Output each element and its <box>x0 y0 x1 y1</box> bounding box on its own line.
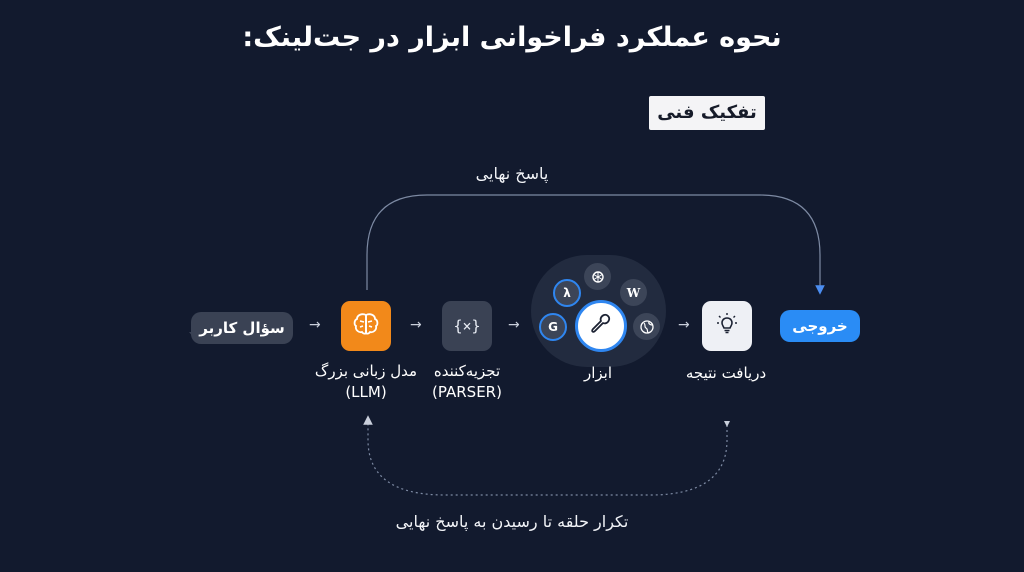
globe-icon <box>633 313 660 340</box>
openai-icon <box>584 263 611 290</box>
arrow-parser-to-tools: → <box>508 317 520 333</box>
llm-label-abbr: (LLM) <box>345 383 387 401</box>
repeat-loop-label: تکرار حلقه تا رسیدن به پاسخ نهایی <box>395 512 629 531</box>
result-node <box>702 301 752 351</box>
section-badge: تفکیک فنی <box>649 96 765 130</box>
parser-node: {×} <box>442 301 492 351</box>
tools-label: ابزار <box>583 364 613 382</box>
parser-label-name: تجزیه‌کننده <box>433 362 501 380</box>
llm-label-name: مدل زبانی بزرگ <box>314 362 418 380</box>
user-query-bubble: سؤال کاربر <box>191 312 293 344</box>
llm-node <box>341 301 391 351</box>
diagram-title: نحوه عملکرد فراخوانی ابزار در جت‌لینک: <box>242 22 782 53</box>
parser-label-abbr: (PARSER) <box>432 383 502 401</box>
google-icon: G <box>539 313 567 341</box>
final-answer-label: پاسخ نهایی <box>475 164 549 183</box>
arrow-tools-to-result: → <box>678 317 690 333</box>
arrow-llm-to-parser: → <box>410 317 422 333</box>
arrow-query-to-llm: → <box>309 317 321 333</box>
wikipedia-icon: W <box>620 279 647 306</box>
result-label: دریافت نتیجه <box>685 364 767 382</box>
braces-icon: {×} <box>453 317 481 335</box>
tools-node <box>575 300 627 352</box>
llm-label: مدل زبانی بزرگ (LLM) <box>296 361 436 403</box>
repeat-loop-start <box>724 421 730 427</box>
parser-label: تجزیه‌کننده (PARSER) <box>412 361 522 403</box>
final-answer-loop <box>366 194 825 295</box>
lightbulb-icon <box>714 311 740 341</box>
brain-icon <box>351 309 381 343</box>
wrench-icon <box>589 312 613 340</box>
output-bubble: خروجی <box>780 310 860 342</box>
repeat-loop <box>363 415 728 496</box>
lambda-icon: λ <box>553 279 581 307</box>
